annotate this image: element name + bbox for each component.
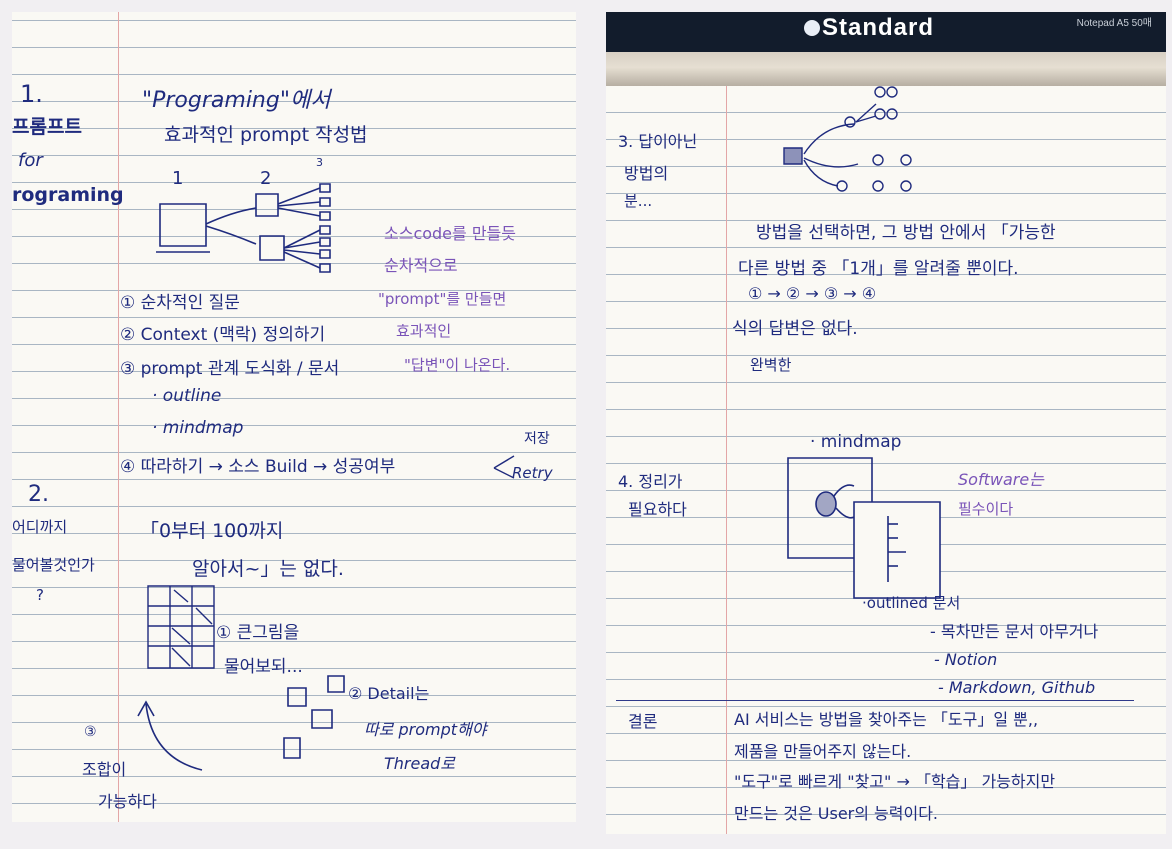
thread-detail-sketch <box>132 668 362 778</box>
purple-note-line3: "prompt"를 만들면 <box>378 290 507 308</box>
section2-quote-line2: 알아서~」는 없다. <box>192 558 344 580</box>
section1-side-title-line2: for <box>18 150 43 171</box>
purple-note-line5: "답변"이 나온다. <box>404 356 511 374</box>
combine-note-line1: ③ <box>84 724 97 740</box>
step-2: ② Context (맥락) 정의하기 <box>120 325 326 345</box>
step-1: ① 순차적인 질문 <box>120 293 240 313</box>
section3-no-answer: 식의 답변은 없다. <box>732 319 858 339</box>
section2-side-title-line2: 물어볼것인가 <box>12 556 95 574</box>
section1-side-title-line3: rograming <box>12 184 124 206</box>
section4-note-line1: Software는 <box>958 470 1044 489</box>
method-branch-sketch <box>782 82 932 202</box>
purple-note-line4: 효과적인 <box>396 322 452 340</box>
grid-note-line1: ① 큰그림을 <box>216 623 300 643</box>
mindmap-outline-sketch <box>782 452 962 602</box>
section4-side-title-line1: 4. 정리가 <box>618 472 683 491</box>
branch-label-retry: Retry <box>512 464 553 482</box>
conclusion-label: 결론 <box>628 712 658 731</box>
section1-title-line2: 효과적인 prompt 작성법 <box>164 124 368 146</box>
section1-number: 1. <box>20 80 43 108</box>
conclusion-line-2: 제품을 만들어주지 않는다. <box>734 742 912 761</box>
outline-label: ·outlined 문서 <box>862 594 961 612</box>
mindmap-label: · mindmap <box>810 432 902 452</box>
diagram-node-a <box>256 194 278 216</box>
detail-note-line1: ② Detail는 <box>348 684 430 703</box>
diagram-root-box <box>160 204 206 246</box>
section2-side-title-line3: ? <box>36 586 44 604</box>
section4-side-title-line2: 필요하다 <box>628 500 687 519</box>
conclusion-line-1: AI 서비스는 방법을 찾아주는 「도구」일 뿐,, <box>734 710 1039 729</box>
notebook-model: Notepad A5 50매 <box>1076 18 1152 29</box>
torn-paper-edge <box>606 52 1166 86</box>
step-4: ④ 따라하기 → 소스 Build → 성공여부 <box>120 457 396 477</box>
diagram-label-2: 2 <box>260 168 272 189</box>
diagram-node-b <box>260 236 284 260</box>
notebook-brand: Standard <box>822 14 935 41</box>
left-notebook-page: 1. 프롬프트 for rograming "Programing"에서 효과적… <box>12 12 576 822</box>
section3-body-line2: 다른 방법 중 「1개」를 알려줄 뿐이다. <box>738 259 1019 279</box>
section4-note-line2: 필수이다 <box>958 500 1014 518</box>
section3-sequence: ① → ② → ③ → ④ <box>748 284 877 303</box>
section2-quote-line1: 「0부터 100까지 <box>140 520 284 542</box>
section2-side-title-line1: 어디까지 <box>12 518 68 536</box>
step-3-mindmap: · mindmap <box>152 418 244 438</box>
diagram-label-3: 3 <box>316 156 323 169</box>
detail-note-line2: 따로 prompt해야 <box>364 720 487 739</box>
combine-note-line3: 가능하다 <box>98 792 157 811</box>
step-3-outline: · outline <box>152 386 222 406</box>
outline-item-1: - 목차만든 문서 아무거나 <box>930 622 1099 641</box>
conclusion-divider <box>616 700 1134 701</box>
section3-body-line1: 방법을 선택하면, 그 방법 안에서 「가능한 <box>756 223 1056 243</box>
section3-side-title-line1: 3. 답이아닌 <box>618 132 698 151</box>
page-margin-line <box>726 86 727 834</box>
conclusion-line-3: "도구"로 빠르게 "찾고" → 「학습」 가능하지만 <box>734 772 1056 791</box>
branch-label-save: 저장 <box>524 431 550 447</box>
section3-side-title-line3: 분... <box>624 192 653 210</box>
purple-note-line1: 소스code를 만들듯 <box>384 224 516 243</box>
purple-note-line2: 순차적으로 <box>384 256 458 275</box>
right-notebook-page: Standard Notepad A5 50매 3. 답이아닌 방법의 분...… <box>606 12 1166 834</box>
outline-item-2: - Notion <box>934 650 998 669</box>
branch-arrows <box>492 442 532 482</box>
outline-item-3: - Markdown, Github <box>938 678 1096 697</box>
combine-note-line2: 조합이 <box>82 760 127 779</box>
diagram-label-1: 1 <box>172 168 184 189</box>
section1-title-line1: "Programing"에서 <box>142 88 331 113</box>
section3-insert-word: 완벽한 <box>750 356 792 374</box>
notebook-header-band: Standard Notepad A5 50매 <box>606 12 1166 52</box>
conclusion-line-4: 만드는 것은 User의 능력이다. <box>734 804 939 823</box>
section2-number: 2. <box>28 482 49 507</box>
big-picture-grid-sketch <box>146 584 226 674</box>
ruled-lines <box>606 86 1166 834</box>
section3-side-title-line2: 방법의 <box>624 164 669 183</box>
prompt-tree-diagram <box>152 172 352 292</box>
step-3: ③ prompt 관계 도식화 / 문서 <box>120 359 340 379</box>
section1-side-title-line1: 프롬프트 <box>12 116 82 138</box>
page-margin-line <box>118 12 119 822</box>
detail-note-line3: Thread로 <box>384 754 456 773</box>
brand-logo-icon <box>804 20 820 36</box>
grid-note-line2: 물어보되... <box>224 657 303 677</box>
